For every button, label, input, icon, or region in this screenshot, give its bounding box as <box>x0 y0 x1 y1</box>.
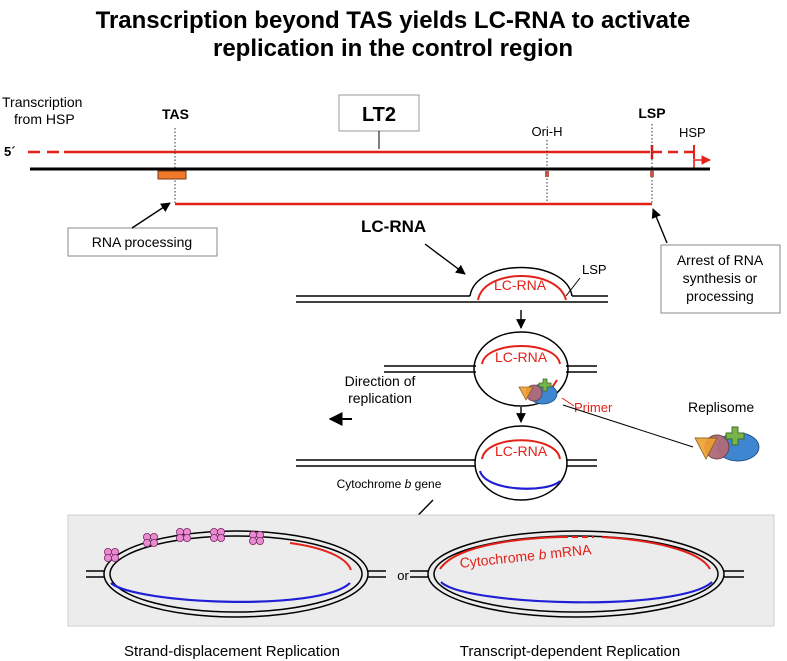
lc-rna-step1-label: LC-RNA <box>494 277 547 293</box>
five-prime-label: 5´ <box>4 144 16 159</box>
arrest-label-3: processing <box>686 288 754 304</box>
hsp-label: HSP <box>679 125 706 140</box>
hsp-source-label-2: from HSP <box>14 111 75 127</box>
lc-rna-arrow <box>424 243 466 275</box>
arrest-label-2: synthesis or <box>683 270 758 286</box>
lc-rna-step3-label: LC-RNA <box>495 443 548 459</box>
cytb-gene-italic: b <box>405 477 412 491</box>
replication-bubble-step-3 <box>296 425 597 501</box>
d-loop-step-2 <box>384 331 597 407</box>
lsp-step1-pointer <box>565 277 581 297</box>
direction-label-1: Direction of <box>345 373 416 389</box>
caption-transcript-dependent: Transcript-dependent Replication <box>460 643 680 660</box>
or-label: or <box>397 568 409 583</box>
primer-pointer <box>561 397 575 407</box>
replisome-icon-large <box>694 426 760 462</box>
cytb-mrna-italic: b <box>538 546 548 563</box>
arrest-arrow <box>651 208 668 244</box>
tas-marker <box>157 170 187 180</box>
cytb-gene-label: Cytochrome b gene <box>337 477 442 491</box>
tas-label: TAS <box>162 106 189 122</box>
lt2-box <box>338 94 420 132</box>
arrest-label-1: Arrest of RNA <box>677 252 764 268</box>
title-line-1: Transcription beyond TAS yields LC-RNA t… <box>96 7 691 34</box>
cytb-mrna-suffix: mRNA <box>546 541 593 562</box>
hsp-promoter-arrow <box>693 155 711 168</box>
rna-processing-label: RNA processing <box>92 234 192 250</box>
lsp-label: LSP <box>638 105 665 121</box>
hsp-source-label-1: Transcription <box>2 94 82 110</box>
strand-displacement-molecule <box>86 530 386 618</box>
r-loop-step-1 <box>296 266 608 303</box>
ssb-proteins <box>104 528 264 563</box>
lc-rna-label: LC-RNA <box>361 217 426 236</box>
lsp-step1-label: LSP <box>582 262 607 277</box>
lsp-marker <box>650 171 654 177</box>
arrest-box <box>660 244 781 314</box>
direction-label-2: replication <box>348 390 412 406</box>
primer-label: Primer <box>574 400 613 415</box>
transcript-dependent-molecule <box>410 530 744 618</box>
rna-processing-box <box>67 227 218 257</box>
replisome-label: Replisome <box>688 399 754 415</box>
replisome-pointer <box>562 404 694 448</box>
lt2-label: LT2 <box>362 104 396 126</box>
ori-h-marker <box>545 171 549 177</box>
cytb-gene-suffix: gene <box>411 477 441 491</box>
lc-rna-step2-label: LC-RNA <box>495 349 548 365</box>
cytb-gene-prefix: Cytochrome <box>337 477 405 491</box>
replisome-icon-small <box>518 378 558 405</box>
ori-h-label: Ori-H <box>531 124 562 139</box>
caption-strand-displacement: Strand-displacement Replication <box>124 643 340 660</box>
rna-processing-arrow <box>131 202 171 229</box>
title-line-2: replication in the control region <box>213 35 573 62</box>
